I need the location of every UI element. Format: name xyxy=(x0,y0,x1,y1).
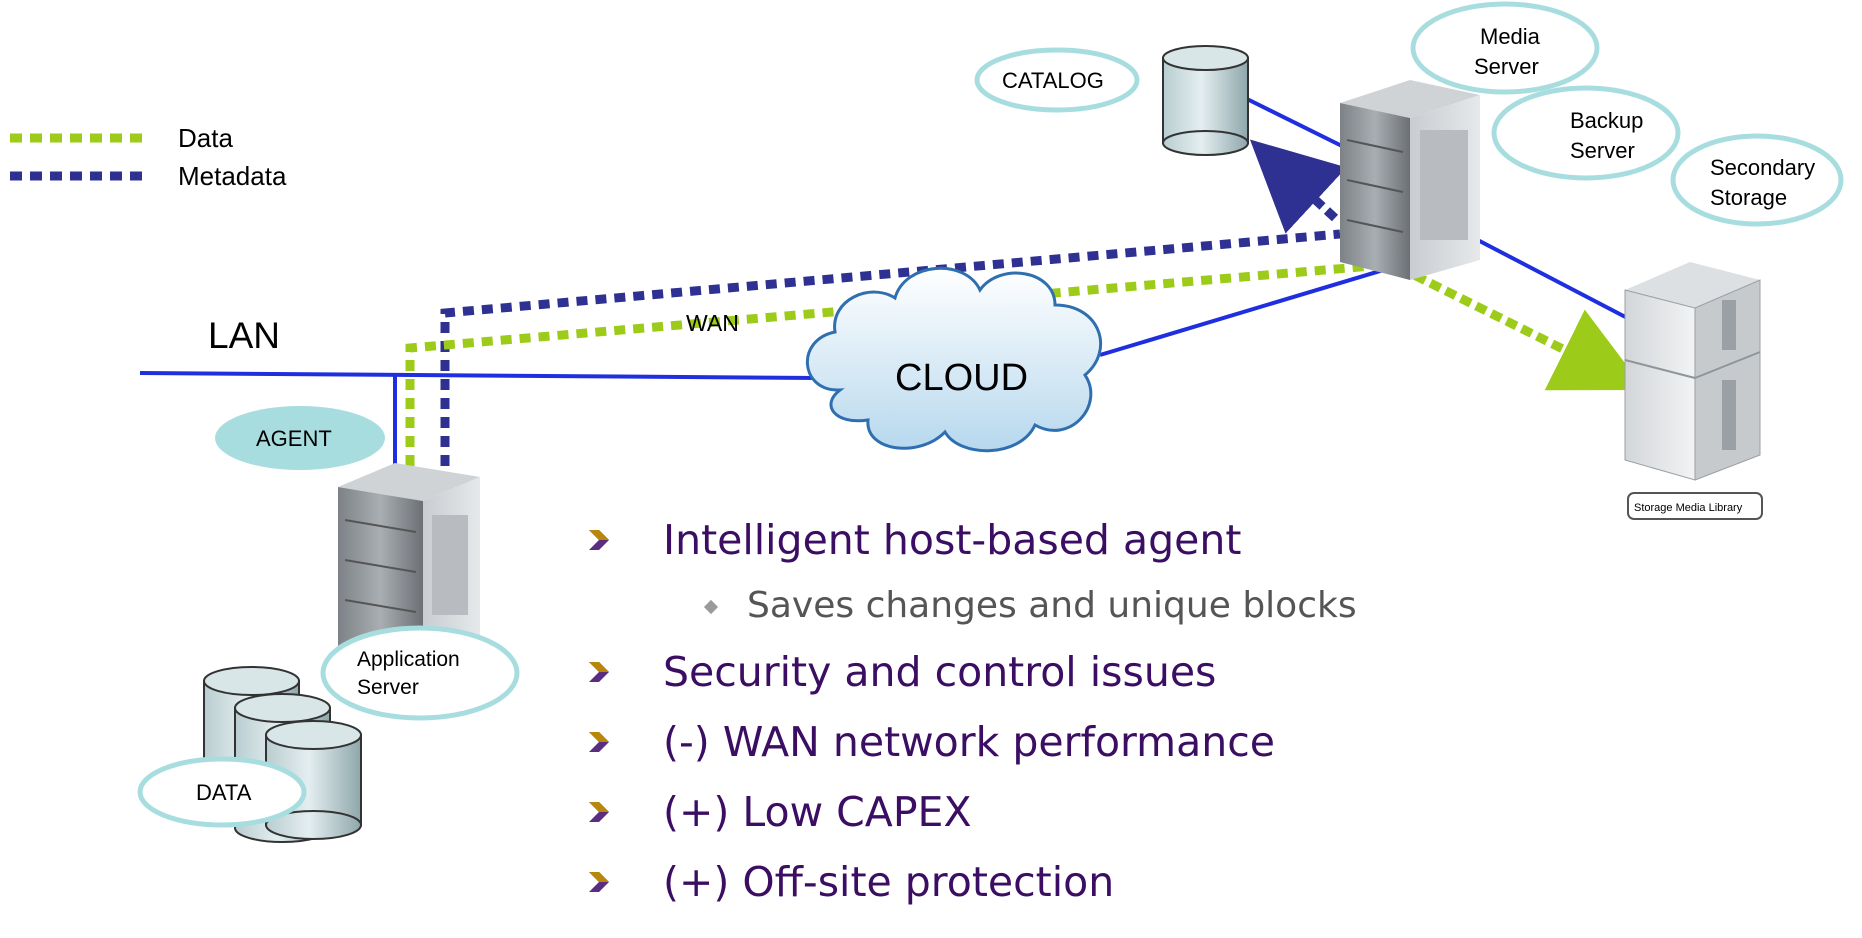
catalog-database-icon xyxy=(1162,45,1249,156)
data-path xyxy=(405,259,1396,485)
media-server-bubble: Media Server xyxy=(1410,1,1600,95)
data-bubble: DATA xyxy=(137,756,307,828)
agent-label: AGENT xyxy=(256,426,332,451)
bullet-item: (+) Off-site protection xyxy=(585,847,1357,917)
secondary-storage-label-line2: Storage xyxy=(1710,185,1787,210)
chevron-bullet-icon xyxy=(589,530,609,550)
application-server-label-line2: Server xyxy=(357,676,419,699)
media-server-label-line1: Media xyxy=(1480,24,1541,49)
cloud-label: CLOUD xyxy=(895,357,1028,399)
lan-line xyxy=(139,371,819,380)
feature-bullet-list: Intelligent host-based agent Saves chang… xyxy=(585,505,1357,917)
chevron-bullet-icon xyxy=(589,732,609,752)
legend-metadata-label: Metadata xyxy=(178,161,287,191)
backup-server-label-line2: Server xyxy=(1570,138,1635,163)
secondary-storage-label-line1: Secondary xyxy=(1710,155,1815,180)
application-server-icon xyxy=(338,463,480,665)
metadata-arrow-to-catalog xyxy=(1249,139,1347,234)
backup-server-label-line1: Backup xyxy=(1570,108,1643,133)
chevron-bullet-icon xyxy=(589,872,609,892)
bullet-text: (+) Off-site protection xyxy=(663,858,1115,906)
chevron-bullet-icon xyxy=(589,802,609,822)
sub-bullet-item: Saves changes and unique blocks xyxy=(585,575,1357,637)
bullet-text: Intelligent host-based agent xyxy=(663,516,1242,564)
storage-media-library-label: Storage Media Library xyxy=(1634,502,1743,514)
cloud-to-media-line xyxy=(1099,263,1401,357)
media-server-icon xyxy=(1340,80,1480,280)
backup-server-bubble: Backup Server xyxy=(1491,85,1681,181)
application-server-label-line1: Application xyxy=(357,648,460,671)
chevron-bullet-icon xyxy=(589,662,609,682)
data-flow xyxy=(405,259,1646,485)
metadata-flow xyxy=(440,139,1347,485)
sub-bullet-text: Saves changes and unique blocks xyxy=(747,585,1357,626)
legend-data-label: Data xyxy=(178,123,233,153)
metadata-path xyxy=(440,229,1341,485)
media-server-label-line2: Server xyxy=(1474,54,1539,79)
catalog-to-media-line xyxy=(1244,96,1351,152)
bullet-item: (+) Low CAPEX xyxy=(585,777,1357,847)
bullet-item: (-) WAN network performance xyxy=(585,707,1357,777)
lan-label: LAN xyxy=(208,315,280,356)
catalog-bubble: CATALOG xyxy=(974,47,1140,113)
wan-label: WAN xyxy=(686,310,739,336)
data-arrow-to-library xyxy=(1397,263,1646,391)
application-server-bubble: Application Server xyxy=(320,625,520,721)
agent-bubble: AGENT xyxy=(215,406,385,470)
storage-media-library-icon xyxy=(1624,262,1763,520)
bullet-text: (-) WAN network performance xyxy=(663,718,1275,766)
cloud-icon xyxy=(806,266,1103,453)
bullet-text: Security and control issues xyxy=(663,648,1217,696)
legend: Data Metadata xyxy=(10,123,287,191)
secondary-storage-bubble: Secondary Storage xyxy=(1670,133,1844,227)
media-to-library-line xyxy=(1469,234,1636,324)
diamond-bullet-icon xyxy=(703,599,719,615)
data-label: DATA xyxy=(196,780,252,805)
bullet-item: Intelligent host-based agent xyxy=(585,505,1357,575)
catalog-label: CATALOG xyxy=(1002,68,1104,93)
bullet-text: (+) Low CAPEX xyxy=(663,788,972,836)
bullet-item: Security and control issues xyxy=(585,637,1357,707)
